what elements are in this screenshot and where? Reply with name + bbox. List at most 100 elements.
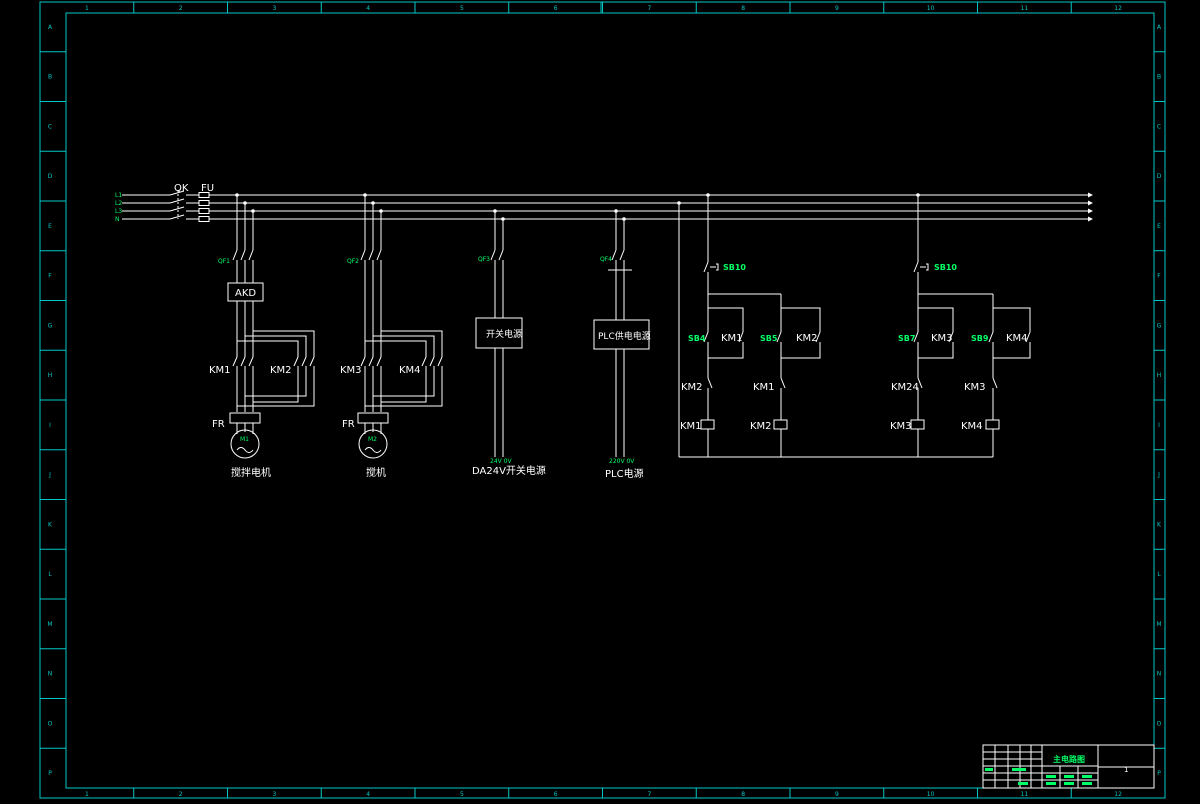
contactor-label-km3: KM3: [340, 365, 362, 376]
grid-row-label: A: [1157, 24, 1162, 31]
plc-power-branch: QF4 PLC供电电源 220V 0V PLC电源: [593, 209, 651, 480]
breaker-label-qf2: QF2: [347, 258, 359, 265]
sheet-number: 1: [1124, 766, 1128, 774]
relay-label-fr-2: FR: [342, 419, 355, 430]
hold-contact-label-2: KM2: [796, 333, 818, 344]
stop-button-label-3: SB10: [934, 263, 957, 272]
plc-power-box: [593, 319, 650, 350]
grid-row-label: C: [1157, 123, 1161, 130]
grid-row-label: D: [1157, 173, 1162, 180]
grid-row-label: A: [48, 24, 53, 31]
grid-col-label: 11: [1021, 791, 1029, 798]
control-section-2: [910, 261, 1031, 457]
grid-row-label: P: [48, 770, 52, 777]
interlock-label-2: KM1: [753, 382, 775, 393]
interlock-label-4: KM3: [964, 382, 986, 393]
phase-label-l1: L1: [115, 192, 122, 199]
switch-label-qk: QK: [174, 183, 189, 194]
grid-col-label: 12: [1114, 5, 1122, 12]
contactor-label-km1: KM1: [209, 365, 231, 376]
grid-row-label: L: [1157, 571, 1161, 578]
phase-label-l2: L2: [115, 200, 122, 207]
grid-row-label: D: [48, 173, 53, 180]
grid-row-label: F: [48, 273, 52, 280]
soft-starter-label: AKD: [235, 288, 256, 299]
phase-label-n: N: [115, 216, 120, 223]
fuse-block: [186, 192, 210, 222]
plc-caption: PLC电源: [605, 467, 644, 480]
psu-24v-caption: DA24V开关电源: [472, 464, 546, 477]
control-circuits: SB10 SB4 KM1 SB5 KM2 KM2 KM1 KM1 KM2 SB1…: [677, 193, 1031, 458]
overload-relay-1: [229, 412, 261, 424]
grid-row-label: L: [48, 571, 52, 578]
drawing-title: 主电路图: [1053, 754, 1085, 764]
motor-m1: [230, 429, 260, 459]
overload-relay-2: [357, 412, 389, 424]
fuse-label-fu: FU: [201, 183, 214, 194]
psu-24v-branch: QF3 开关电源 24V 0V DA24V开关电源: [472, 209, 546, 477]
motor-branch-1: QF1 AKD KM1 KM2 FR M1 搅拌电机: [209, 193, 315, 479]
main-bus: L1 L2 L3 N QK FU: [115, 183, 1093, 223]
grid-col-label: 5: [460, 5, 464, 12]
grid-col-label: 1: [85, 5, 89, 12]
grid-row-label: G: [48, 322, 53, 329]
grid-row-label: I: [49, 422, 51, 429]
grid-row-label: O: [48, 720, 53, 727]
grid-col-label: 10: [927, 791, 935, 798]
grid-col-label: 8: [741, 5, 745, 12]
grid-row-label: K: [1157, 521, 1162, 528]
plc-terminal: 220V 0V: [609, 458, 635, 465]
grid-col-label: 10: [927, 5, 935, 12]
motor-label-m1: M1: [240, 436, 249, 443]
hold-contact-label-1: KM1: [721, 333, 743, 344]
relay-label-fr-1: FR: [212, 419, 225, 430]
start-button-label-1: SB4: [688, 334, 706, 343]
grid-col-label: 12: [1114, 791, 1122, 798]
grid-col-label: 2: [179, 791, 183, 798]
coil-label-km1: KM1: [680, 421, 702, 432]
grid-col-label: 4: [366, 5, 370, 12]
grid-row-label: F: [1157, 273, 1161, 280]
grid-col-label: 6: [554, 5, 558, 12]
hold-contact-label-4: KM4: [1006, 333, 1028, 344]
grid-row-label: M: [47, 621, 52, 628]
grid-row-label: J: [1157, 472, 1160, 479]
grid-row-label: E: [1157, 223, 1161, 230]
psu-24v-box: [475, 317, 523, 349]
grid-row-label: B: [48, 74, 52, 81]
grid-row-label: P: [1157, 770, 1161, 777]
grid-col-label: 5: [460, 791, 464, 798]
motor-m2: [358, 429, 388, 459]
grid-row-label: K: [48, 521, 53, 528]
grid-row-label: J: [48, 472, 51, 479]
plc-power-label: PLC供电电源: [598, 330, 651, 342]
breaker-qf2: [360, 249, 443, 412]
coil-label-km2: KM2: [750, 421, 772, 432]
contactor-label-km4: KM4: [399, 365, 421, 376]
isolating-switch: [169, 190, 185, 220]
grid-row-label: N: [1157, 671, 1162, 678]
motor-caption-2: 搅机: [366, 466, 386, 479]
breaker-label-qf1: QF1: [218, 258, 230, 265]
phase-label-l3: L3: [115, 208, 122, 215]
grid-col-label: 2: [179, 5, 183, 12]
grid-col-label: 1: [85, 791, 89, 798]
coil-label-km3: KM3: [890, 421, 912, 432]
breaker-qf1: [232, 249, 254, 283]
psu-24v-terminal: 24V 0V: [490, 458, 512, 465]
grid-row-label: H: [48, 372, 53, 379]
motor-caption-1: 搅拌电机: [231, 466, 271, 479]
title-block: 主电路图 1: [982, 744, 1155, 789]
grid-col-label: 11: [1021, 5, 1029, 12]
motor-branch-2: QF2 KM3 KM4 FR M2 搅机: [340, 193, 443, 479]
grid-col-label: 6: [554, 791, 558, 798]
control-section-1: [700, 261, 821, 457]
grid-row-label: I: [1158, 422, 1160, 429]
grid-row-label: B: [1157, 74, 1161, 81]
grid-col-label: 9: [835, 5, 839, 12]
contactor-label-km2: KM2: [270, 365, 292, 376]
stop-button-label-1: SB10: [723, 263, 746, 272]
